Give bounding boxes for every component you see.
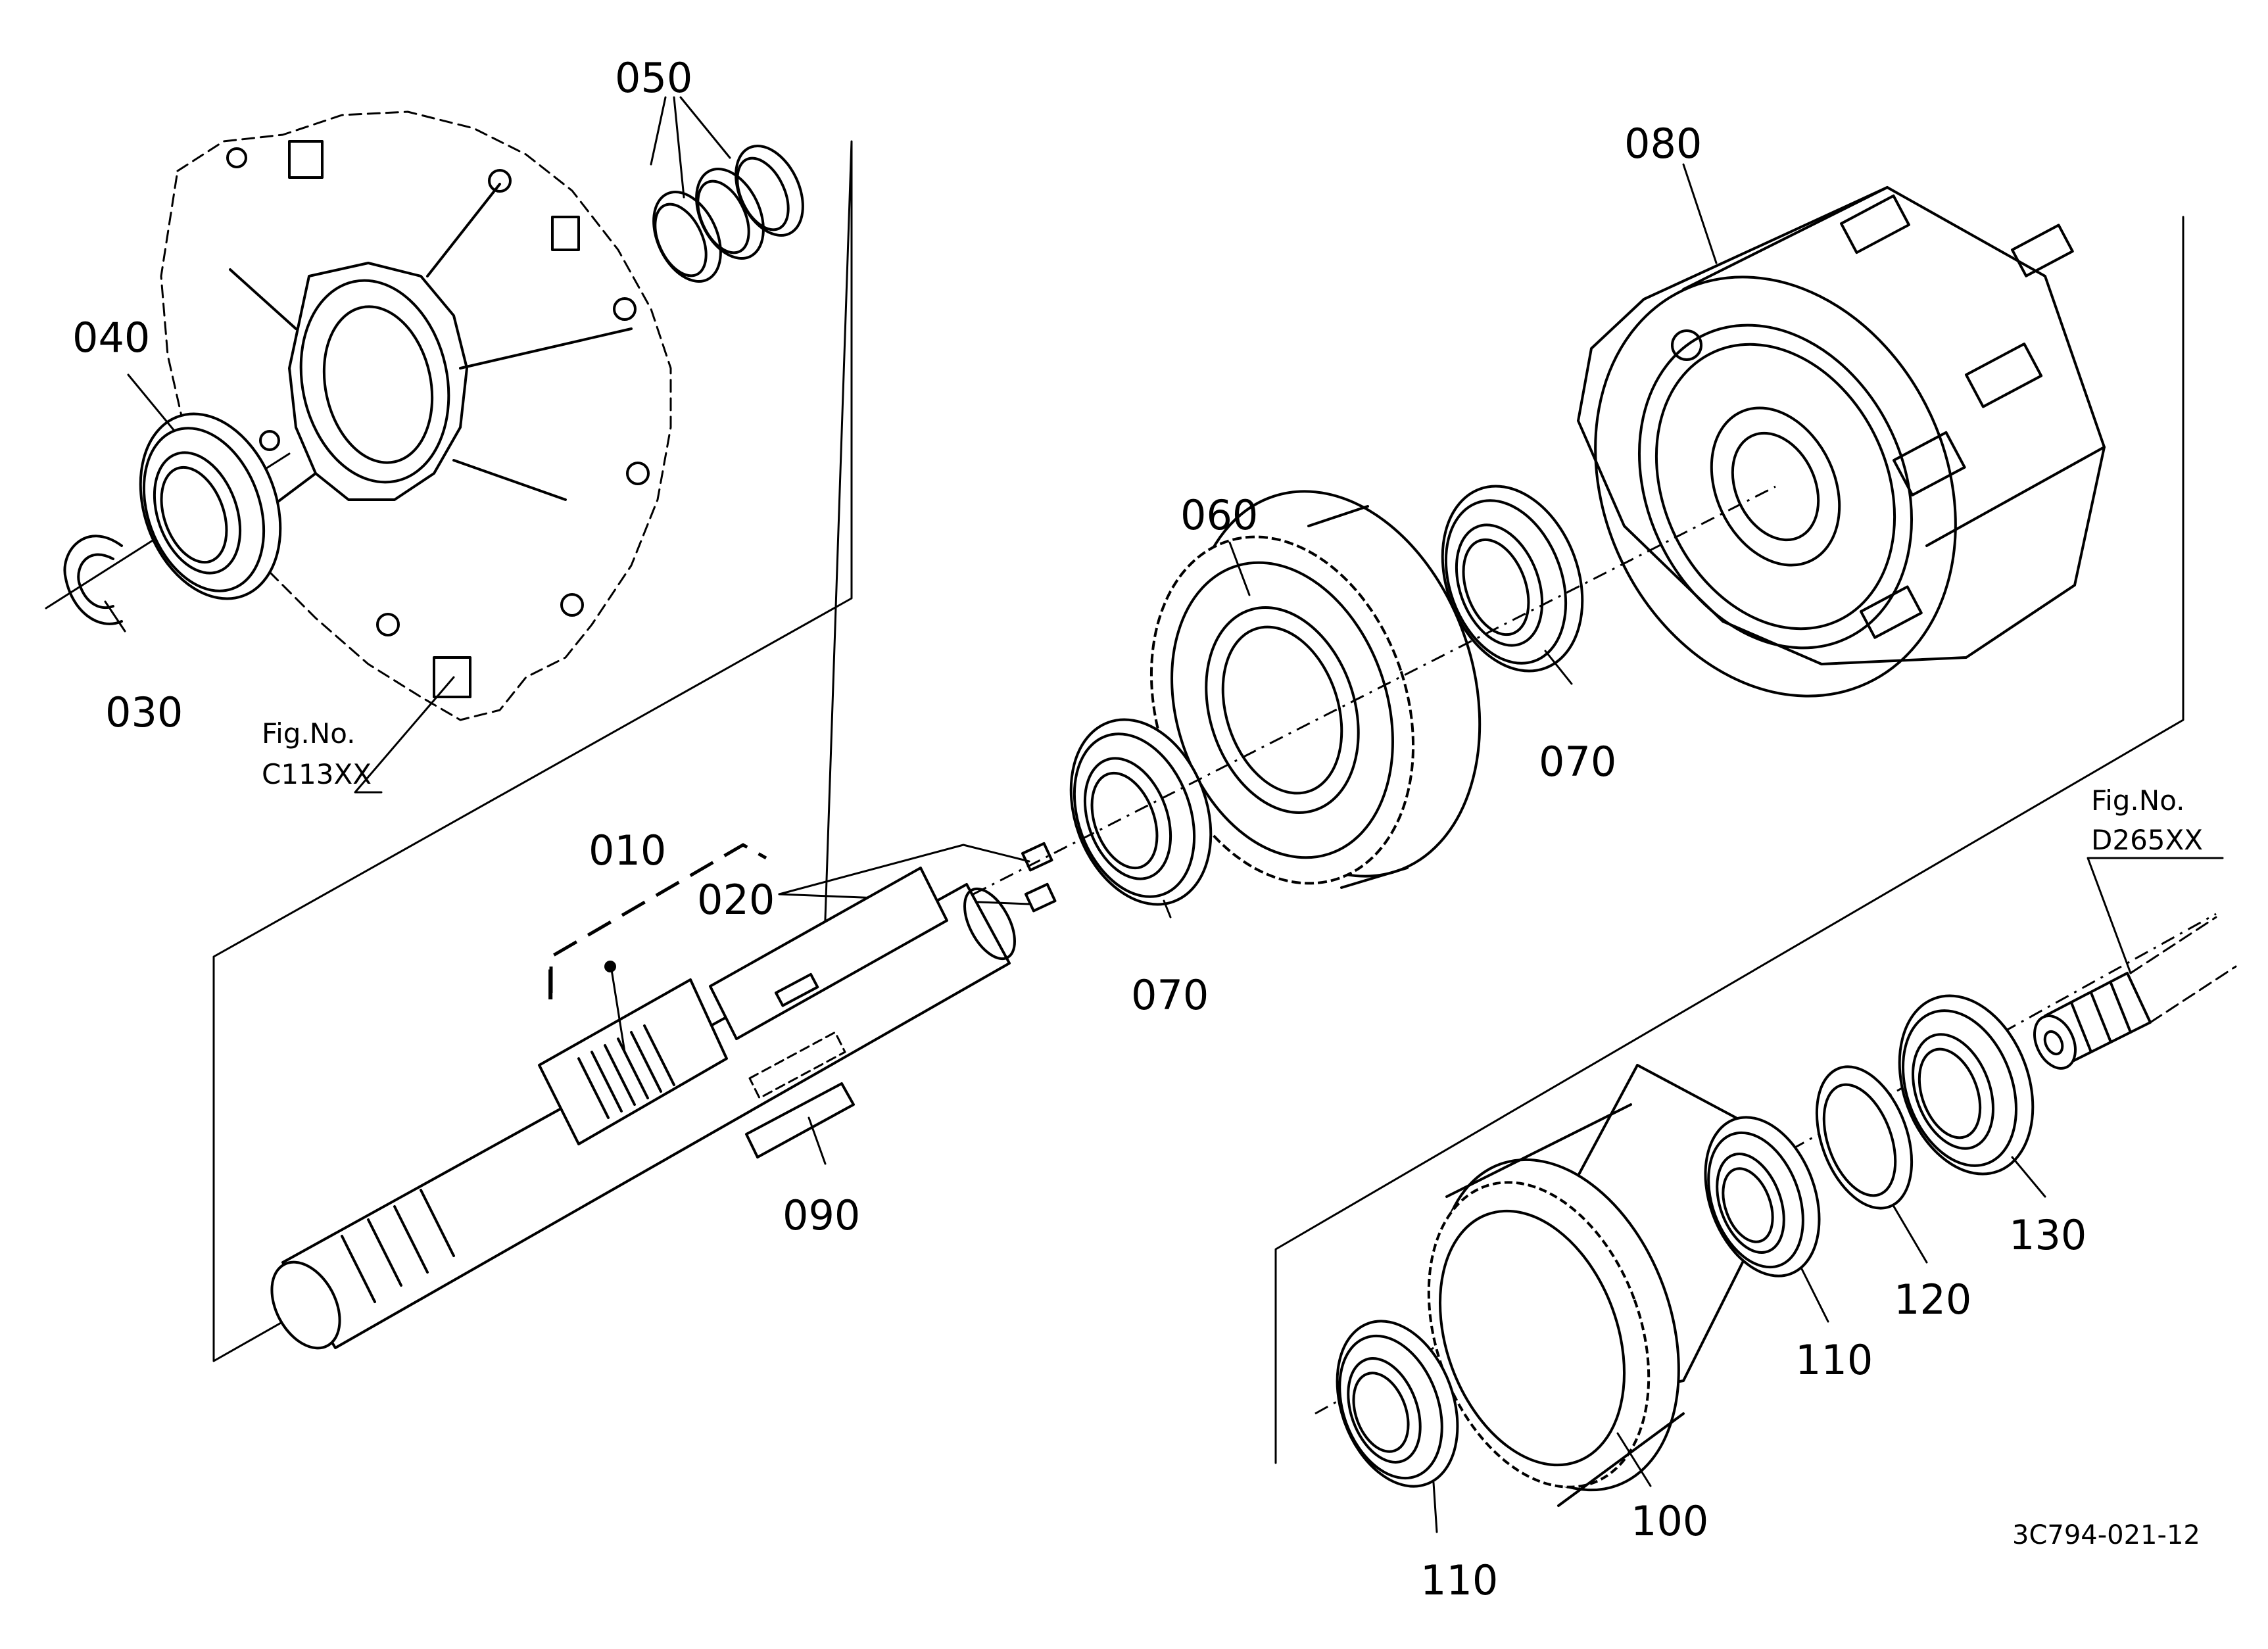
shaft-marker: I: [544, 961, 556, 1009]
shaft-ref-leader: [2087, 857, 2224, 974]
label-120: 120: [1894, 1276, 1971, 1324]
snap-ring-030: [63, 535, 123, 625]
label-110-lower: 110: [1420, 1556, 1498, 1604]
seal-rings-050: [652, 145, 804, 283]
bearing-070-upper: [1441, 485, 1584, 673]
label-100: 100: [1631, 1497, 1708, 1545]
shaft-fig-title: Fig.No.: [2091, 784, 2185, 817]
upper-assembly-frame: [212, 140, 853, 1362]
housing-fig-title: Fig.No.: [262, 717, 356, 750]
label-080: 080: [1624, 120, 1702, 168]
gear-060: [1149, 490, 1482, 889]
right-assembly-frame: [1274, 216, 2184, 1464]
diagram-code: 3C794-021-12: [2012, 1520, 2200, 1550]
transmission-housing: [160, 110, 672, 721]
clutch-drum-080: [1577, 186, 2106, 698]
set-screws-020: [1021, 842, 1057, 913]
label-090: 090: [783, 1191, 860, 1239]
shaft-010: [270, 867, 1016, 1350]
shaft-010-bracket: [549, 843, 767, 993]
bearing-040: [139, 412, 282, 600]
label-020: 020: [697, 876, 775, 924]
splined-shaft-end: [2033, 916, 2237, 1070]
housing-fig-code: C113XX: [262, 758, 372, 790]
label-130: 130: [2009, 1211, 2087, 1259]
bearing-070-lower: [1069, 718, 1213, 906]
label-050: 050: [615, 54, 692, 102]
drum-gear-100: [1427, 1064, 1750, 1507]
key-090: [745, 1082, 855, 1159]
housing-ref-leader: [354, 676, 455, 794]
label-070-lower: 070: [1131, 971, 1209, 1019]
shaft-marker-dot: [604, 961, 616, 972]
label-060: 060: [1180, 491, 1258, 539]
bearing-110-upper: [1704, 1116, 1821, 1278]
label-040: 040: [72, 314, 150, 362]
bearing-110-lower: [1336, 1320, 1459, 1488]
shaft-fig-code: D265XX: [2091, 824, 2203, 856]
shim-ring-120: [1815, 1065, 1914, 1210]
bearing-130: [1898, 994, 2035, 1176]
label-030: 030: [105, 688, 183, 736]
label-070-upper: 070: [1539, 738, 1616, 786]
label-010: 010: [589, 826, 666, 874]
label-110-upper: 110: [1795, 1336, 1873, 1384]
